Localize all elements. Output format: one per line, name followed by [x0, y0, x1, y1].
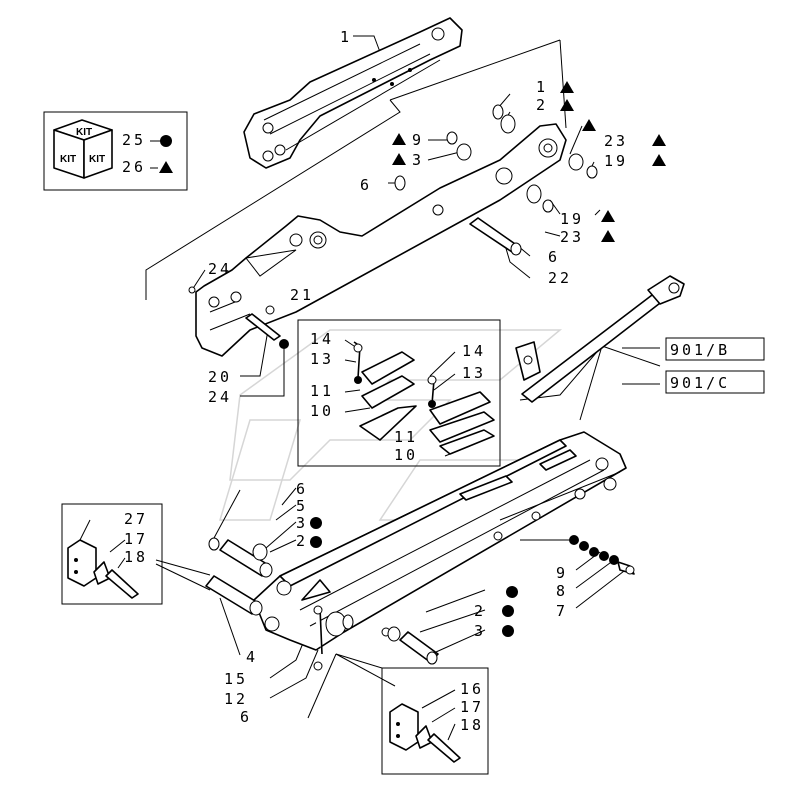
callout-label: 24 [208, 260, 232, 278]
callout-label: 17 [124, 530, 148, 548]
callout-label: 1 [340, 28, 352, 46]
upper-arm-part [243, 17, 463, 169]
callout-label: 18 [460, 716, 484, 734]
circle-marker-icon [310, 517, 322, 529]
callout-label: 2 [296, 532, 308, 550]
triangle-marker-icon [560, 81, 574, 93]
lower-pins-bushes [205, 537, 439, 671]
triangle-marker-icon [159, 161, 173, 173]
callout-label: 20 [208, 368, 232, 386]
callout-label: 12 [224, 690, 248, 708]
callout-label: 21 [290, 286, 314, 304]
callout-label: 7 [556, 602, 568, 620]
callout-label: 18 [124, 548, 148, 566]
callout-label: 16 [460, 680, 484, 698]
triangle-marker-icon [601, 230, 615, 242]
callout-label: 14 [462, 342, 486, 360]
lower-bracket-box [381, 667, 489, 775]
kit-label-right: KIT [89, 154, 105, 165]
callout-label: 11 [394, 428, 418, 446]
ref-box-901b: 901/B [665, 337, 765, 361]
triangle-marker-icon [392, 153, 406, 165]
callout-label: 23 [560, 228, 584, 246]
callout-label: 24 [208, 388, 232, 406]
kit-label-left: KIT [60, 154, 76, 165]
callout-label: 19 [560, 210, 584, 228]
circle-marker-icon [502, 605, 514, 617]
callout-label: 1 [536, 78, 548, 96]
callout-label: 3 [412, 151, 424, 169]
hydraulic-cylinder-part [515, 275, 685, 403]
callout-label: 9 [556, 564, 568, 582]
ref-901b-label: 901/B [670, 341, 730, 359]
kit-legend-box: KIT KIT KIT 25 26 [43, 111, 188, 191]
callout-label: 10 [394, 446, 418, 464]
callout-label: 22 [548, 269, 572, 287]
left-bracket-box [61, 503, 163, 605]
callout-label: 2 [536, 96, 548, 114]
circle-marker-icon [160, 135, 172, 147]
callout-label: 5 [296, 497, 308, 515]
wear-pads-parts [353, 341, 495, 455]
triangle-marker-icon [601, 210, 615, 222]
callout-label: 11 [310, 382, 334, 400]
triangle-marker-icon [652, 134, 666, 146]
triangle-marker-icon [392, 133, 406, 145]
callout-label: 6 [548, 248, 560, 266]
callout-label: 2 [474, 602, 486, 620]
kit-cube-icon: KIT KIT KIT [53, 119, 113, 179]
callout-label: 13 [462, 364, 486, 382]
callout-label: 17 [460, 698, 484, 716]
callout-label: 27 [124, 510, 148, 528]
kit-ref-25: 25 [122, 131, 146, 149]
mid-arm-small-parts [188, 104, 598, 349]
ref-box-901c: 901/C [665, 370, 765, 394]
triangle-marker-icon [652, 154, 666, 166]
callout-label: 10 [310, 402, 334, 420]
callout-label: 15 [224, 670, 248, 688]
callout-label: 8 [556, 582, 568, 600]
callout-label: 14 [310, 330, 334, 348]
callout-label: 3 [296, 514, 308, 532]
leader-lines [79, 35, 661, 741]
lower-boom-part [253, 431, 627, 651]
circle-marker-icon [506, 586, 518, 598]
callout-label: 6 [240, 708, 252, 726]
callout-label: 19 [604, 152, 628, 170]
ref-901c-label: 901/C [670, 374, 730, 392]
triangle-marker-icon [582, 119, 596, 131]
callout-label: 3 [474, 622, 486, 640]
callout-label: 6 [296, 480, 308, 498]
callout-label: 23 [604, 132, 628, 150]
callout-labels: 1 1 2 9 3 23 19 6 19 23 6 22 24 21 14 13… [124, 28, 666, 734]
triangle-marker-icon [560, 99, 574, 111]
circle-marker-icon [310, 536, 322, 548]
kit-label-top: KIT [76, 127, 92, 138]
bolt-set-parts [499, 471, 635, 575]
circle-marker-icon [502, 625, 514, 637]
callout-label: 9 [412, 131, 424, 149]
middle-arm-part [195, 123, 567, 357]
callout-label: 4 [246, 648, 258, 666]
callout-label: 6 [360, 176, 372, 194]
callout-label: 13 [310, 350, 334, 368]
kit-ref-26: 26 [122, 158, 146, 176]
